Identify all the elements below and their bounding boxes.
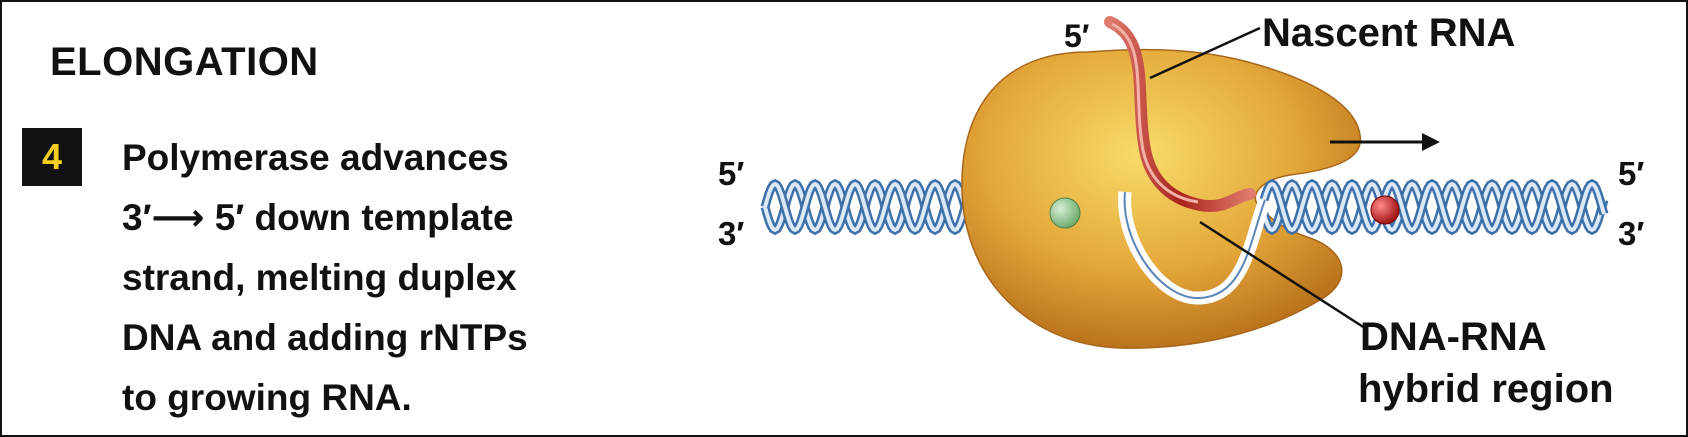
- right-bottom-end-label: 3′: [1618, 215, 1644, 252]
- step-line-4: DNA and adding rNTPs: [122, 317, 528, 358]
- section-heading: ELONGATION: [50, 40, 319, 84]
- hybrid-region-leader-line: [1199, 220, 1369, 332]
- step-line-5: to growing RNA.: [122, 377, 412, 418]
- green-nucleotide: [1049, 197, 1081, 229]
- dna-strand-right-b: [1260, 181, 1606, 233]
- step-line-2: 3′⟶ 5′ down template: [122, 197, 514, 238]
- nascent-rna-leader-line: [1149, 26, 1261, 80]
- step-number-badge: 4: [22, 128, 82, 186]
- dna-duplex-right: [1257, 178, 1609, 236]
- hybrid-region-label-line2: hybrid region: [1358, 367, 1614, 411]
- step-line-1: Polymerase advances: [122, 137, 509, 178]
- step-line-3: strand, melting duplex: [122, 257, 517, 298]
- dna-strand-right-a: [1260, 181, 1606, 233]
- direction-arrow-head: [1422, 133, 1440, 151]
- nascent-rna-label: Nascent RNA: [1262, 11, 1515, 55]
- rna-five-prime-label: 5′: [1064, 18, 1090, 54]
- red-nucleotide: [1370, 195, 1400, 225]
- step-description: Polymerase advances 3′⟶ 5′ down template…: [122, 128, 528, 428]
- right-top-end-label: 5′: [1618, 155, 1644, 192]
- hybrid-region-label-line1: DNA-RNA: [1360, 315, 1547, 359]
- nascent-rna-highlight: [1111, 22, 1199, 204]
- left-bottom-end-label: 3′: [718, 215, 744, 252]
- rna-polymerase: [961, 48, 1362, 349]
- left-top-end-label: 5′: [718, 155, 744, 192]
- template-strand-loop-edge: [1123, 191, 1266, 300]
